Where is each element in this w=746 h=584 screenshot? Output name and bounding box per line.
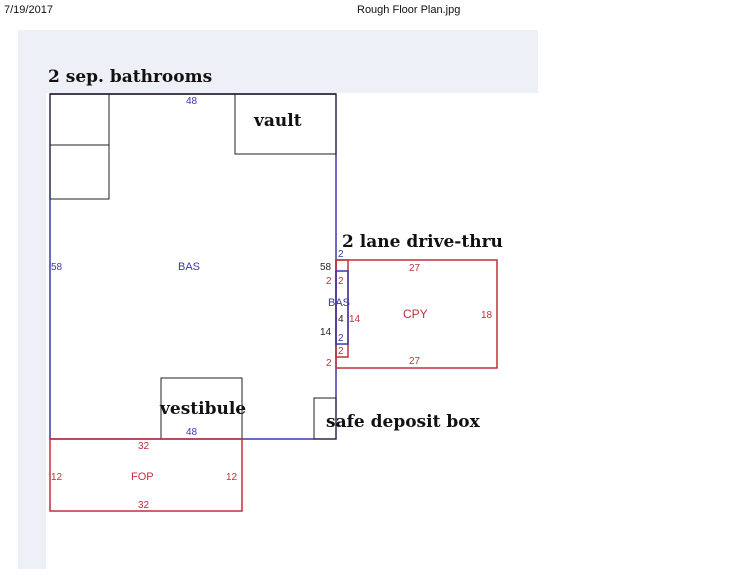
cpy-bottom-dim: 27: [409, 356, 421, 367]
strip-dim: 2: [326, 358, 332, 369]
strip-dim: 14: [349, 314, 361, 325]
fop-right-dim: 12: [226, 472, 238, 483]
cpy-label: CPY: [403, 307, 428, 321]
safe-deposit-annotation: safe deposit box: [326, 412, 481, 432]
bas-left-dim: 58: [51, 262, 63, 273]
bathroom-2: [49, 144, 110, 200]
strip-dim: 2: [338, 249, 344, 260]
strip-label: BAS: [328, 297, 350, 309]
strip-dim: 4: [338, 314, 344, 325]
bas-right-dim: 58: [320, 262, 332, 273]
strip-blue: [335, 270, 349, 345]
bathroom-1: [49, 93, 110, 146]
fop-top-dim: 32: [138, 441, 150, 452]
bas-bottom-dim: 48: [186, 427, 198, 438]
strip-dim: 2: [326, 276, 332, 287]
cpy-right-dim: 18: [481, 310, 493, 321]
strip-dim: 2: [338, 276, 344, 287]
panel-top: [18, 30, 538, 93]
vault-annotation: vault: [253, 111, 302, 131]
vestibule-annotation: vestibule: [159, 399, 246, 419]
document-title: Rough Floor Plan.jpg: [357, 4, 461, 16]
fop-outline: [49, 438, 243, 512]
fop-left-dim: 12: [51, 472, 63, 483]
fop-label: FOP: [131, 471, 154, 483]
drive-thru-annotation: 2 lane drive-thru: [342, 232, 503, 252]
strip-dim: 14: [320, 327, 332, 338]
strip-dim: 2: [338, 333, 344, 344]
vault-box: [234, 93, 337, 155]
bas-label: BAS: [178, 261, 200, 273]
bas-top-dim: 48: [186, 96, 198, 107]
safe-deposit-box: [313, 397, 337, 440]
strip-dim: 2: [338, 346, 344, 357]
fop-bottom-dim: 32: [138, 500, 150, 511]
bathrooms-annotation: 2 sep. bathrooms: [48, 67, 212, 87]
print-date: 7/19/2017: [4, 4, 53, 16]
panel-left: [18, 93, 46, 569]
cpy-top-dim: 27: [409, 263, 421, 274]
